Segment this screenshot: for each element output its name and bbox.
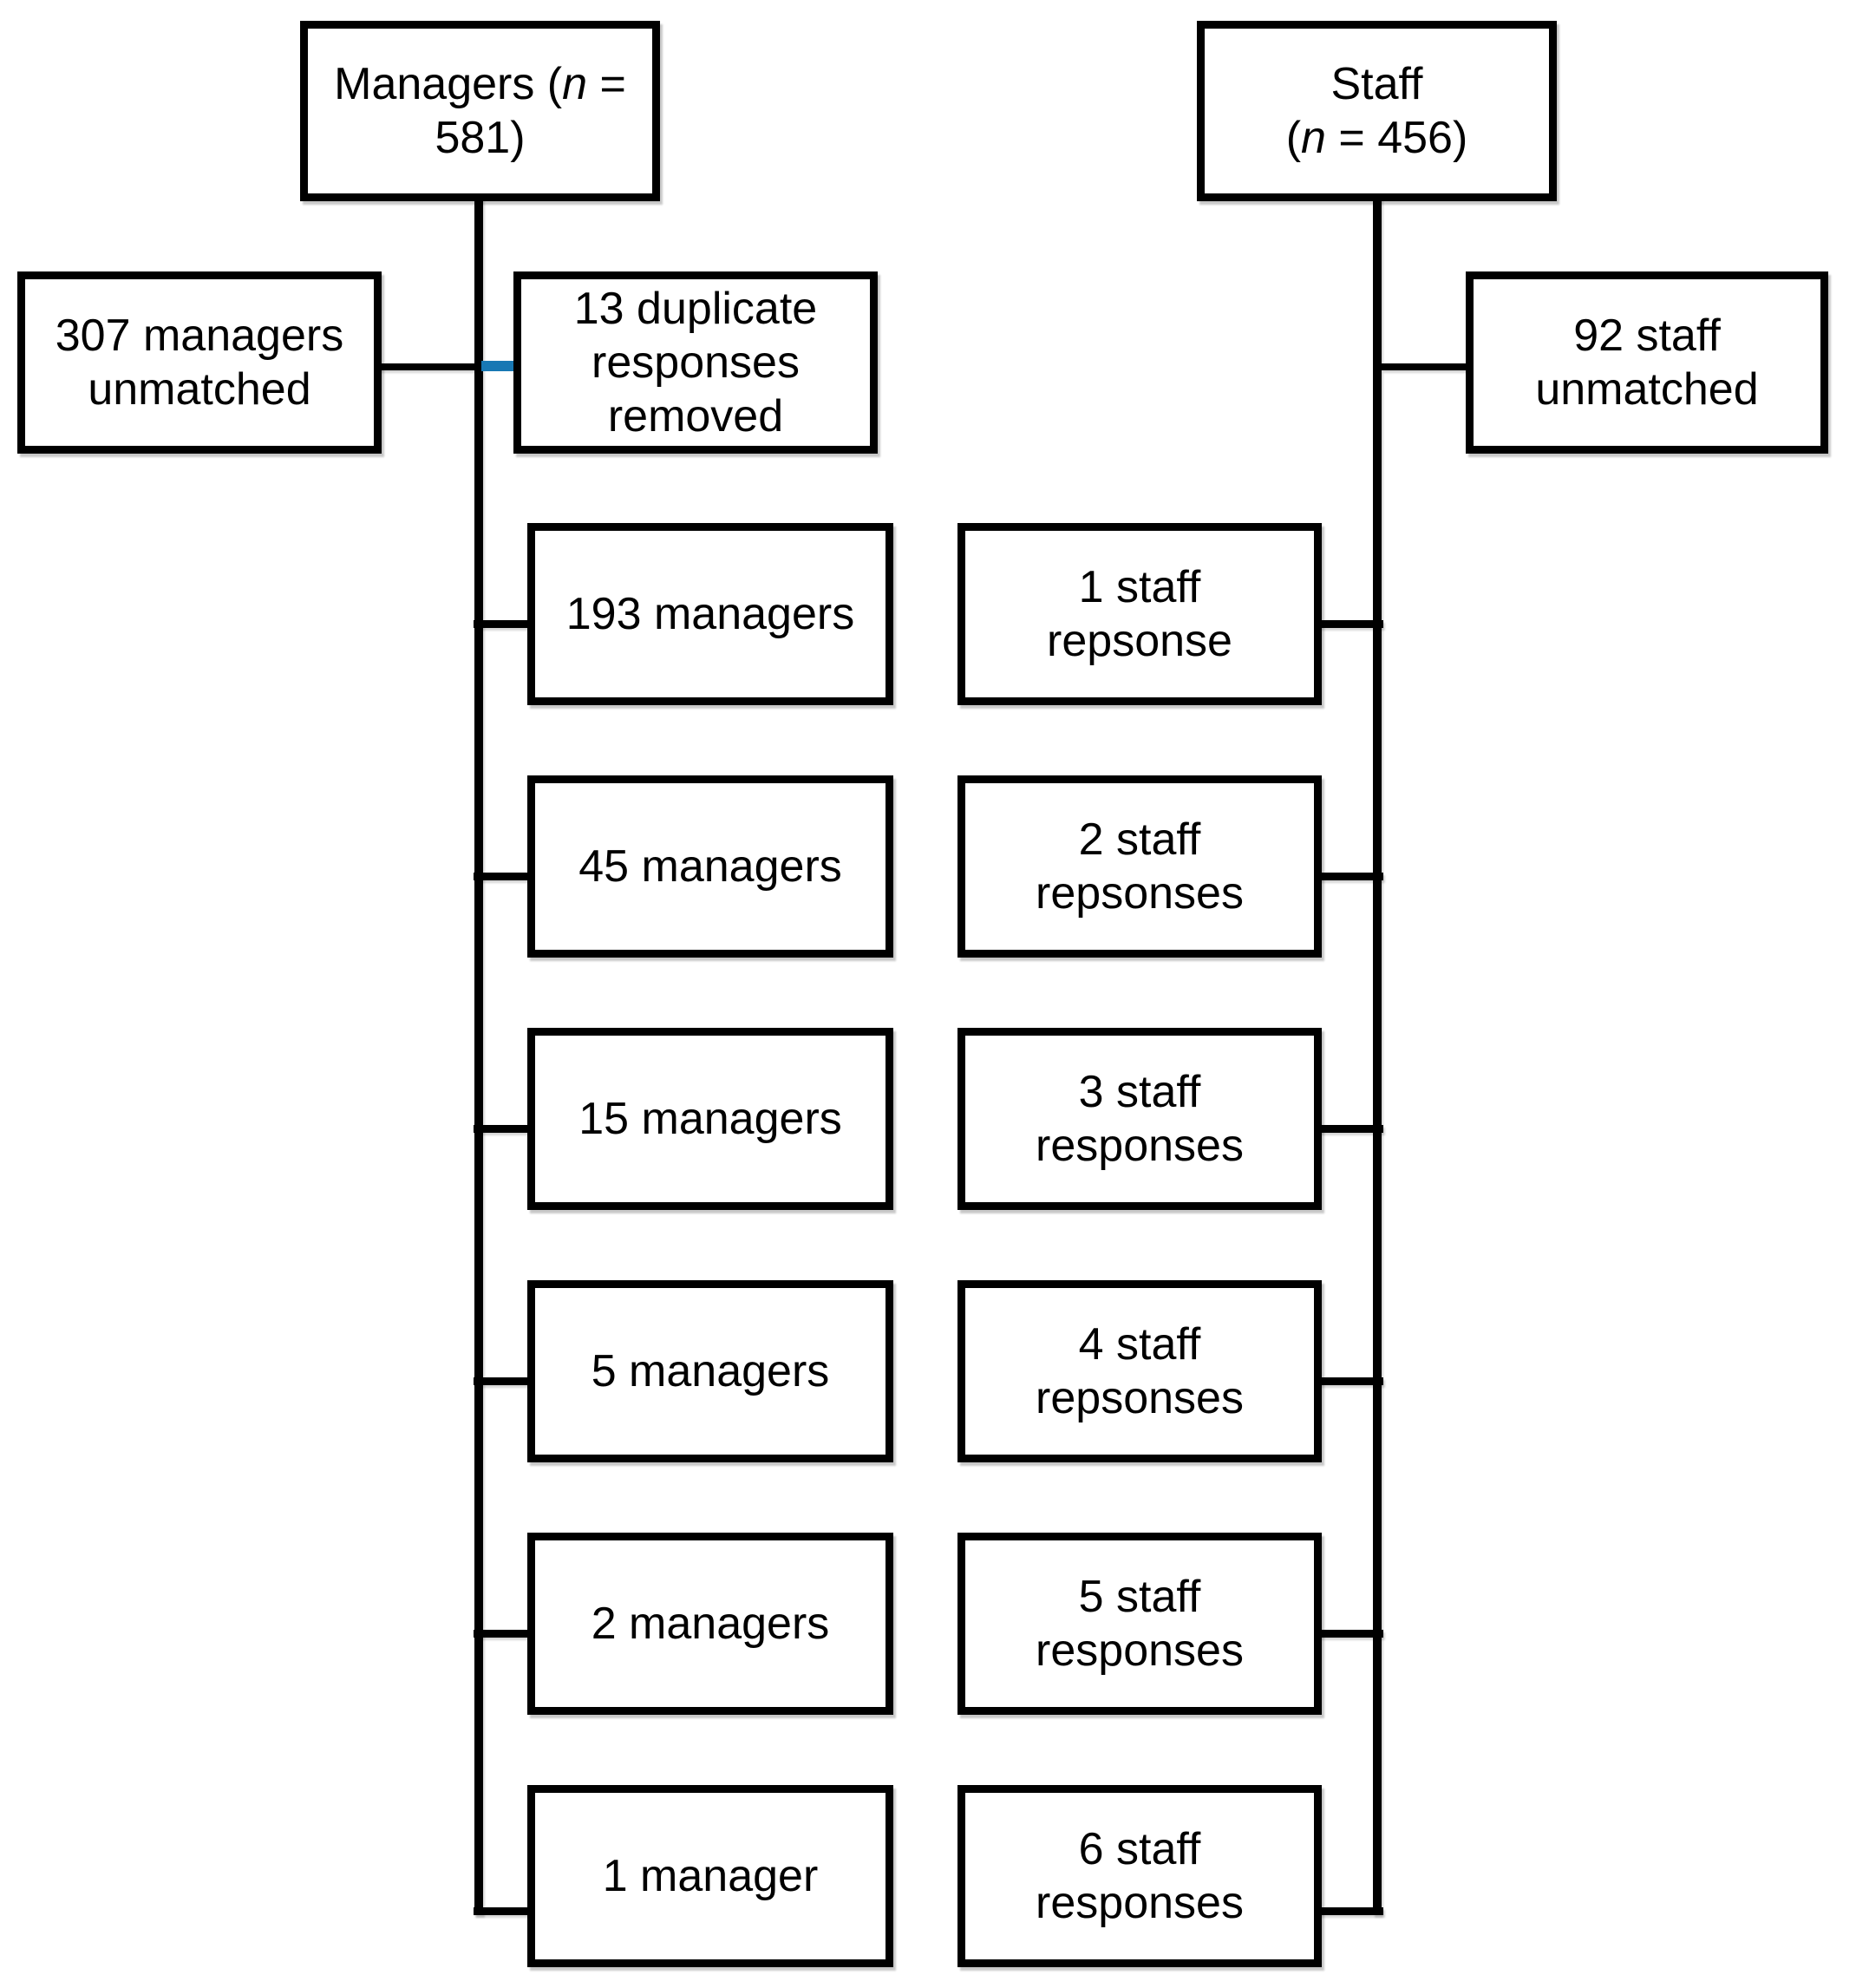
managers-total-label: Managers (n = 581) [334,59,626,163]
manager-row-connector [474,1907,531,1915]
manager-match-label-5: 2 managers [591,1599,830,1649]
manager-match-label-4: 5 managers [591,1346,830,1396]
staff-row-connector [1318,873,1383,880]
staff-total-label: Staff (n = 456) [1285,59,1468,163]
staff-unmatched-connector [1382,363,1468,370]
staff-row-connector [1318,1125,1383,1133]
manager-match-box-5: 2 managers [527,1533,893,1715]
manager-row-connector [474,1630,531,1638]
staff-match-label-4: 4 staff repsonses [1036,1319,1244,1423]
managers-branch-line [474,198,483,1915]
staff-match-label-1: 1 staff repsonse [1047,562,1232,666]
staff-match-label-2: 2 staff repsonses [1036,814,1244,919]
manager-row-connector [474,1377,531,1385]
manager-match-box-3: 15 managers [527,1028,893,1210]
staff-match-box-2: 2 staff repsonses [957,775,1322,958]
staff-unmatched-box: 92 staff unmatched [1466,271,1828,454]
staff-match-box-1: 1 staff repsonse [957,523,1322,705]
duplicate-responses-label: 13 duplicate responses removed [573,284,818,441]
managers-unmatched-box: 307 managers unmatched [17,271,382,454]
staff-match-box-3: 3 staff responses [957,1028,1322,1210]
manager-match-box-1: 193 managers [527,523,893,705]
manager-match-box-2: 45 managers [527,775,893,958]
manager-row-connector [474,873,531,880]
staff-row-connector [1318,1630,1383,1638]
manager-match-label-1: 193 managers [565,589,855,639]
staff-match-box-5: 5 staff responses [957,1533,1322,1715]
staff-match-box-6: 6 staff responses [957,1785,1322,1967]
managers-unmatched-label: 307 managers unmatched [55,311,344,415]
manager-row-connector [474,1125,531,1133]
staff-match-box-4: 4 staff repsonses [957,1280,1322,1462]
manager-row-connector [474,620,531,628]
duplicates-accent-connector [481,361,518,371]
staff-unmatched-label: 92 staff unmatched [1535,311,1759,415]
managers-unmatched-connector [377,363,474,370]
manager-match-label-2: 45 managers [578,841,842,892]
staff-match-label-5: 5 staff responses [1036,1572,1244,1676]
manager-match-box-6: 1 manager [527,1785,893,1967]
staff-match-label-3: 3 staff responses [1036,1067,1244,1171]
managers-total-box: Managers (n = 581) [300,21,660,201]
manager-match-box-4: 5 managers [527,1280,893,1462]
duplicate-responses-box: 13 duplicate responses removed [513,271,878,454]
staff-branch-line [1373,198,1382,1915]
staff-total-box: Staff (n = 456) [1197,21,1557,201]
staff-match-label-6: 6 staff responses [1036,1824,1244,1928]
staff-row-connector [1318,620,1383,628]
staff-row-connector [1318,1907,1383,1915]
staff-row-connector [1318,1377,1383,1385]
manager-match-label-3: 15 managers [578,1094,842,1144]
manager-match-label-6: 1 manager [602,1851,819,1901]
